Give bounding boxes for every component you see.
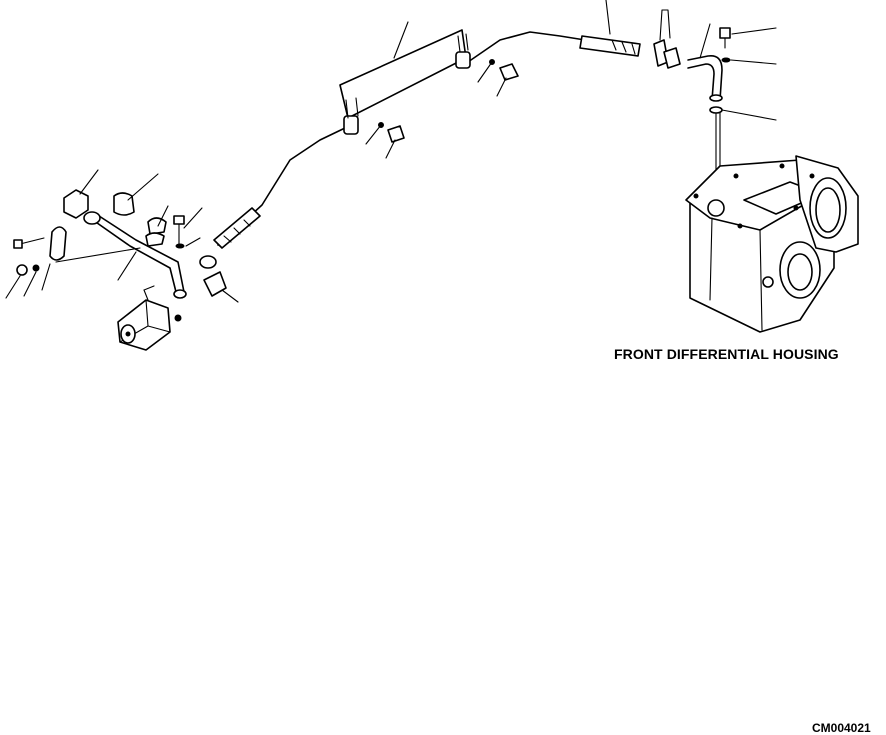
nuts-left [5,247,141,299]
bolt-2 [477,59,519,97]
clamp-left [343,97,359,135]
clamp-right [455,33,471,69]
bolt-top-right [709,27,777,186]
clip-small [145,205,169,247]
tube-sleeve-upper [579,0,641,57]
main-tube-upper [467,31,586,63]
ring-fitting [199,255,239,303]
tube-sleeve-lower [213,207,261,249]
elbow-pipe [687,23,723,101]
tube-cover-plate [339,21,467,119]
hex-nut [63,169,99,219]
union-fitting [653,9,681,69]
breather-valve [113,173,159,216]
front-differential-housing [685,155,859,333]
tube-assembly-left [83,211,187,299]
bracket-left [13,226,67,261]
housing-label: FRONT DIFFERENTIAL HOUSING [614,346,839,362]
drawing-id: CM004021 [812,721,871,735]
bolt-left-vertical [173,207,203,249]
bolt-1 [365,122,405,159]
valve-block [117,285,182,351]
